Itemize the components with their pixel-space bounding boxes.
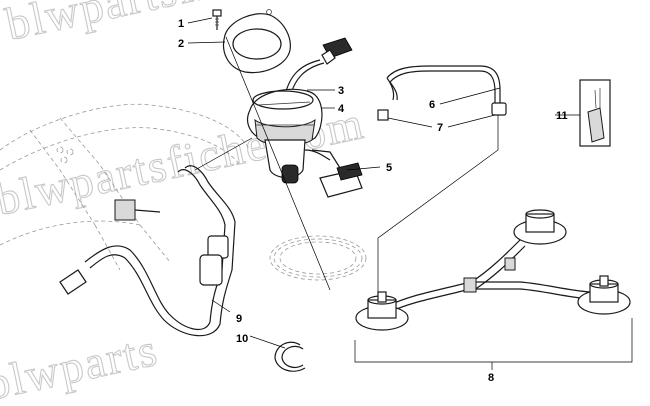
hose-fitting bbox=[377, 102, 507, 121]
callout-10: 10 bbox=[236, 333, 248, 345]
callout-9: 9 bbox=[236, 313, 242, 325]
callout-3: 3 bbox=[338, 85, 344, 97]
hose-clamp bbox=[274, 341, 306, 372]
frame-outline bbox=[0, 103, 251, 271]
watermark-text-top: blwpartsfiche.com bbox=[1, 0, 378, 50]
fuel-line bbox=[59, 165, 236, 337]
callout-11: 11 bbox=[556, 110, 568, 122]
fuel-level-sender bbox=[311, 149, 363, 198]
callout-4: 4 bbox=[338, 103, 345, 115]
callout-7: 7 bbox=[437, 122, 443, 134]
watermark: blwpartsfiche.com blwpartsfiche.com blwp… bbox=[0, 0, 379, 406]
tank-seal-ring bbox=[269, 235, 367, 281]
callout-8: 8 bbox=[488, 372, 494, 384]
callout-5: 5 bbox=[386, 162, 392, 174]
fuel-pump-assembly bbox=[247, 37, 353, 184]
fuel-pickup-assembly bbox=[355, 209, 631, 331]
callout-labels: 1 2 3 4 5 6 7 8 9 10 11 bbox=[178, 18, 568, 384]
bolt bbox=[212, 9, 222, 30]
vent-hose bbox=[386, 65, 501, 103]
callout-6: 6 bbox=[429, 99, 435, 111]
gasket-plate bbox=[223, 9, 291, 74]
sensor-module bbox=[579, 79, 611, 147]
leader-lines bbox=[187, 17, 633, 370]
watermark-text-bottom: blwparts bbox=[0, 324, 163, 406]
callout-2: 2 bbox=[178, 38, 184, 50]
callout-1: 1 bbox=[178, 18, 184, 30]
